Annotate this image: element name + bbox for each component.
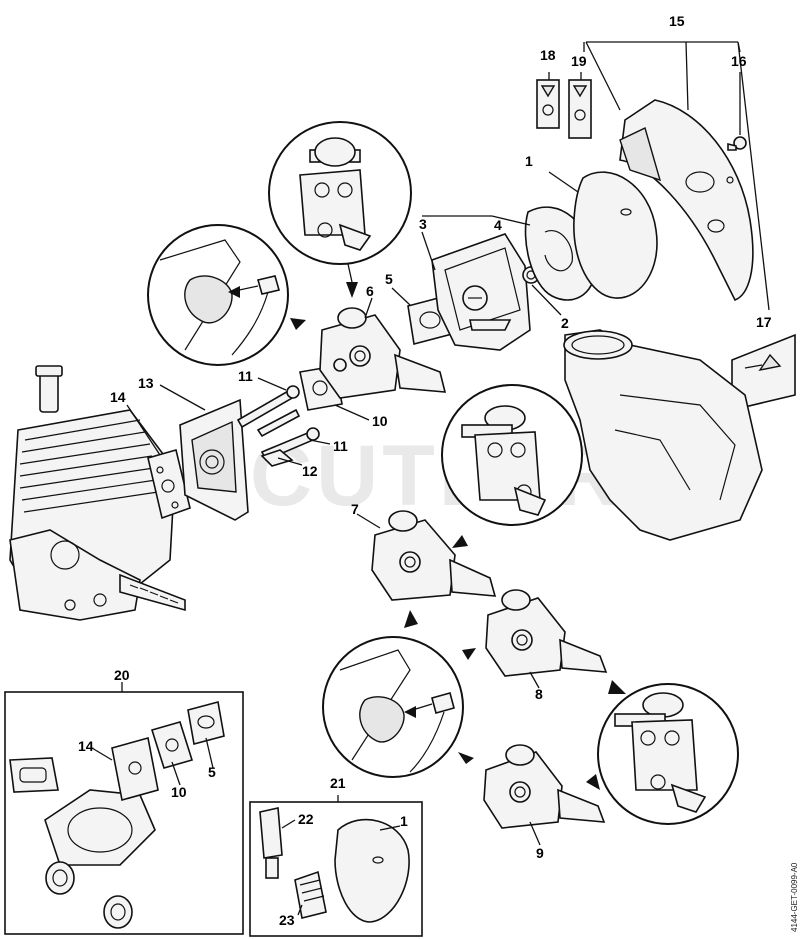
callout-5: 5 [385, 271, 393, 287]
callout-21: 21 [330, 775, 346, 791]
callout-17: 17 [756, 314, 772, 330]
callout-23: 23 [279, 912, 295, 928]
intake-housing [563, 329, 763, 541]
callout-3: 3 [419, 216, 427, 232]
callout-8: 8 [535, 686, 543, 702]
callout-1-kit: 1 [400, 813, 408, 829]
callout-20: 20 [114, 667, 130, 683]
detail-circle-primer-top [147, 224, 289, 366]
engine-cylinder [9, 365, 186, 621]
air-filter-base-3 [431, 233, 531, 351]
warning-decal-19 [568, 79, 592, 139]
callout-18: 18 [540, 47, 556, 63]
carburetor-9 [483, 744, 606, 829]
warning-decal-18 [536, 79, 560, 129]
pointer-arrow [462, 648, 476, 660]
callout-2: 2 [561, 315, 569, 331]
screws-11 [236, 385, 320, 467]
detail-circle-bottom-carb [597, 683, 739, 825]
document-code: 4144-GET-0099-A0 [790, 862, 799, 932]
detail-circle-mid-carb [441, 384, 583, 526]
callout-19: 19 [571, 53, 587, 69]
callout-15: 15 [669, 13, 685, 29]
gasket-14 [147, 449, 191, 520]
pointer-arrow [346, 282, 358, 298]
carburetor-6 [319, 307, 447, 399]
detail-circle-primer-bottom [322, 636, 464, 778]
callout-11-bottom: 11 [333, 438, 348, 454]
callout-13: 13 [138, 375, 154, 391]
callout-4: 4 [494, 217, 502, 233]
callout-22: 22 [298, 811, 314, 827]
intake-flange-13 [179, 398, 249, 521]
callout-10-kit: 10 [171, 784, 187, 800]
shroud-cover-15 [619, 99, 754, 302]
pointer-arrow [452, 535, 468, 548]
pointer-arrow [290, 318, 306, 330]
leader-lines [91, 41, 770, 916]
callout-5-kit: 5 [208, 764, 216, 780]
callout-10: 10 [372, 413, 388, 429]
pointer-arrow [404, 610, 418, 628]
pointer-arrow [458, 752, 474, 764]
gasket-kit-box-20 [4, 691, 244, 935]
callout-11-top: 11 [238, 368, 253, 384]
pointer-arrow [586, 774, 600, 790]
callout-labels: 15 18 19 16 1 3 4 5 6 2 17 13 14 11 10 1… [78, 13, 772, 928]
callout-16: 16 [731, 53, 747, 69]
callout-7: 7 [351, 501, 359, 517]
carburetor-7 [371, 510, 497, 601]
carburetor-8 [485, 589, 608, 677]
callout-14: 14 [110, 389, 126, 405]
air-filter-1 [573, 171, 658, 299]
screw-16 [727, 136, 747, 151]
callout-12: 12 [302, 463, 318, 479]
callout-1: 1 [525, 153, 533, 169]
callout-9: 9 [536, 845, 544, 861]
callout-6: 6 [366, 283, 374, 299]
callout-14-kit: 14 [78, 738, 94, 754]
tune-up-kit-box-21 [249, 801, 423, 937]
detail-circle-top-carb [268, 121, 412, 283]
pointer-arrow [608, 680, 626, 694]
